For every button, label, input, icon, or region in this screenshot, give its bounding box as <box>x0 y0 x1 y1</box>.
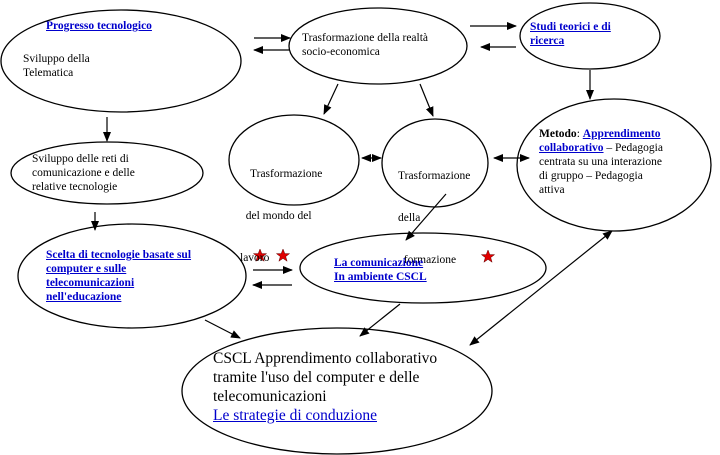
reti-line1: Sviluppo delle reti di <box>32 153 129 165</box>
connectors <box>91 22 613 346</box>
arrow-realta-to-formazione <box>419 83 434 117</box>
node-progresso-ellipse <box>0 9 242 113</box>
node-metodo: Metodo: Apprendimento collaborativo – Pe… <box>539 127 699 197</box>
cscl-line3: telecomunicazioni <box>213 388 327 405</box>
node-reti: Sviluppo delle reti di comunicazione e d… <box>32 152 135 194</box>
metodo-link-apprendimento[interactable]: Apprendimento <box>582 128 661 140</box>
metodo-link-collaborativo[interactable]: collaborativo <box>539 142 604 154</box>
metodo-prefix: Metodo <box>539 128 577 140</box>
arrow-realta-to-lavoro <box>323 83 339 115</box>
formazione-line3: formazione <box>398 254 457 266</box>
node-studi: Studi teorici e di ricerca <box>530 20 611 48</box>
cscl-line1: CSCL Apprendimento collaborativo <box>213 350 438 367</box>
reti-line3: relative tecnologie <box>32 181 118 193</box>
metodo-line3: centrata su una interazione <box>539 156 662 168</box>
comunicazione-link-line1[interactable]: La comunicazione <box>334 257 424 269</box>
progresso-line1: Sviluppo della <box>23 53 90 65</box>
arrow-metodo-cscl <box>469 230 613 346</box>
node-comunicazione: La comunicazione In ambiente CSCL <box>334 256 427 284</box>
star-icon <box>480 249 496 263</box>
node-progresso: Progresso tecnologico <box>46 19 152 33</box>
node-trasf-realta-ellipse <box>288 7 468 85</box>
lavoro-line2: del mondo del <box>240 210 312 222</box>
scelta-link-line1[interactable]: Scelta di tecnologie basate sul <box>46 249 192 261</box>
scelta-link-line3[interactable]: telecomunicazioni <box>46 277 135 289</box>
node-formazione: Trasformazione della formazione <box>398 141 470 295</box>
node-progresso-text: Sviluppo della Telematica <box>23 52 90 80</box>
node-scelta-ellipse <box>17 223 247 329</box>
metodo-rest1: – Pedagogia <box>603 142 663 154</box>
arrow-comunicazione-to-cscl <box>359 303 401 337</box>
node-scelta: Scelta di tecnologie basate sul computer… <box>46 248 191 304</box>
metodo-line2: collaborativo – Pedagogia <box>539 141 699 155</box>
formazione-line1: Trasformazione <box>398 170 471 182</box>
node-metodo-ellipse <box>516 98 712 232</box>
studi-link-line1[interactable]: Studi teorici e di <box>530 21 611 33</box>
metodo-line5: attiva <box>539 184 565 196</box>
node-cscl: CSCL Apprendimento collaborativo tramite… <box>213 349 437 425</box>
reti-line2: comunicazione e delle <box>32 167 135 179</box>
realta-line1: Trasformazione della realtà <box>302 32 429 44</box>
arrow-formazione-to-comunicazione <box>405 193 447 241</box>
realta-line2: socio-economica <box>302 46 380 58</box>
star-icon <box>275 248 291 262</box>
cscl-line2: tramite l'uso del computer e delle <box>213 369 420 386</box>
progresso-line2: Telematica <box>23 67 74 79</box>
scelta-link-line2[interactable]: computer e sulle <box>46 263 127 275</box>
metodo-line4: di gruppo – Pedagogia <box>539 170 643 182</box>
star-icon <box>252 248 268 262</box>
progresso-title-link[interactable]: Progresso tecnologico <box>46 20 152 32</box>
scelta-link-line4[interactable]: nell'educazione <box>46 291 122 303</box>
node-reti-ellipse <box>10 141 204 205</box>
comunicazione-link-line2[interactable]: In ambiente CSCL <box>334 271 427 283</box>
metodo-line1: Metodo: Apprendimento <box>539 127 699 141</box>
cscl-strategie-link[interactable]: Le strategie di conduzione <box>213 407 377 424</box>
lavoro-line1: Trasformazione <box>250 168 323 180</box>
studi-link-line2[interactable]: ricerca <box>530 35 565 47</box>
node-studi-ellipse <box>519 2 661 70</box>
arrow-scelta-to-cscl <box>204 319 241 339</box>
node-cscl-ellipse <box>181 327 493 455</box>
formazione-line2: della <box>398 212 421 224</box>
node-lavoro: Trasformazione del mondo del lavoro <box>240 139 322 293</box>
metodo-colon: : <box>576 128 583 140</box>
lavoro-line3: lavoro <box>240 252 270 264</box>
node-lavoro-ellipse <box>228 114 360 206</box>
stars <box>252 248 496 263</box>
node-trasf-realta: Trasformazione della realtà socio-econom… <box>302 31 428 59</box>
